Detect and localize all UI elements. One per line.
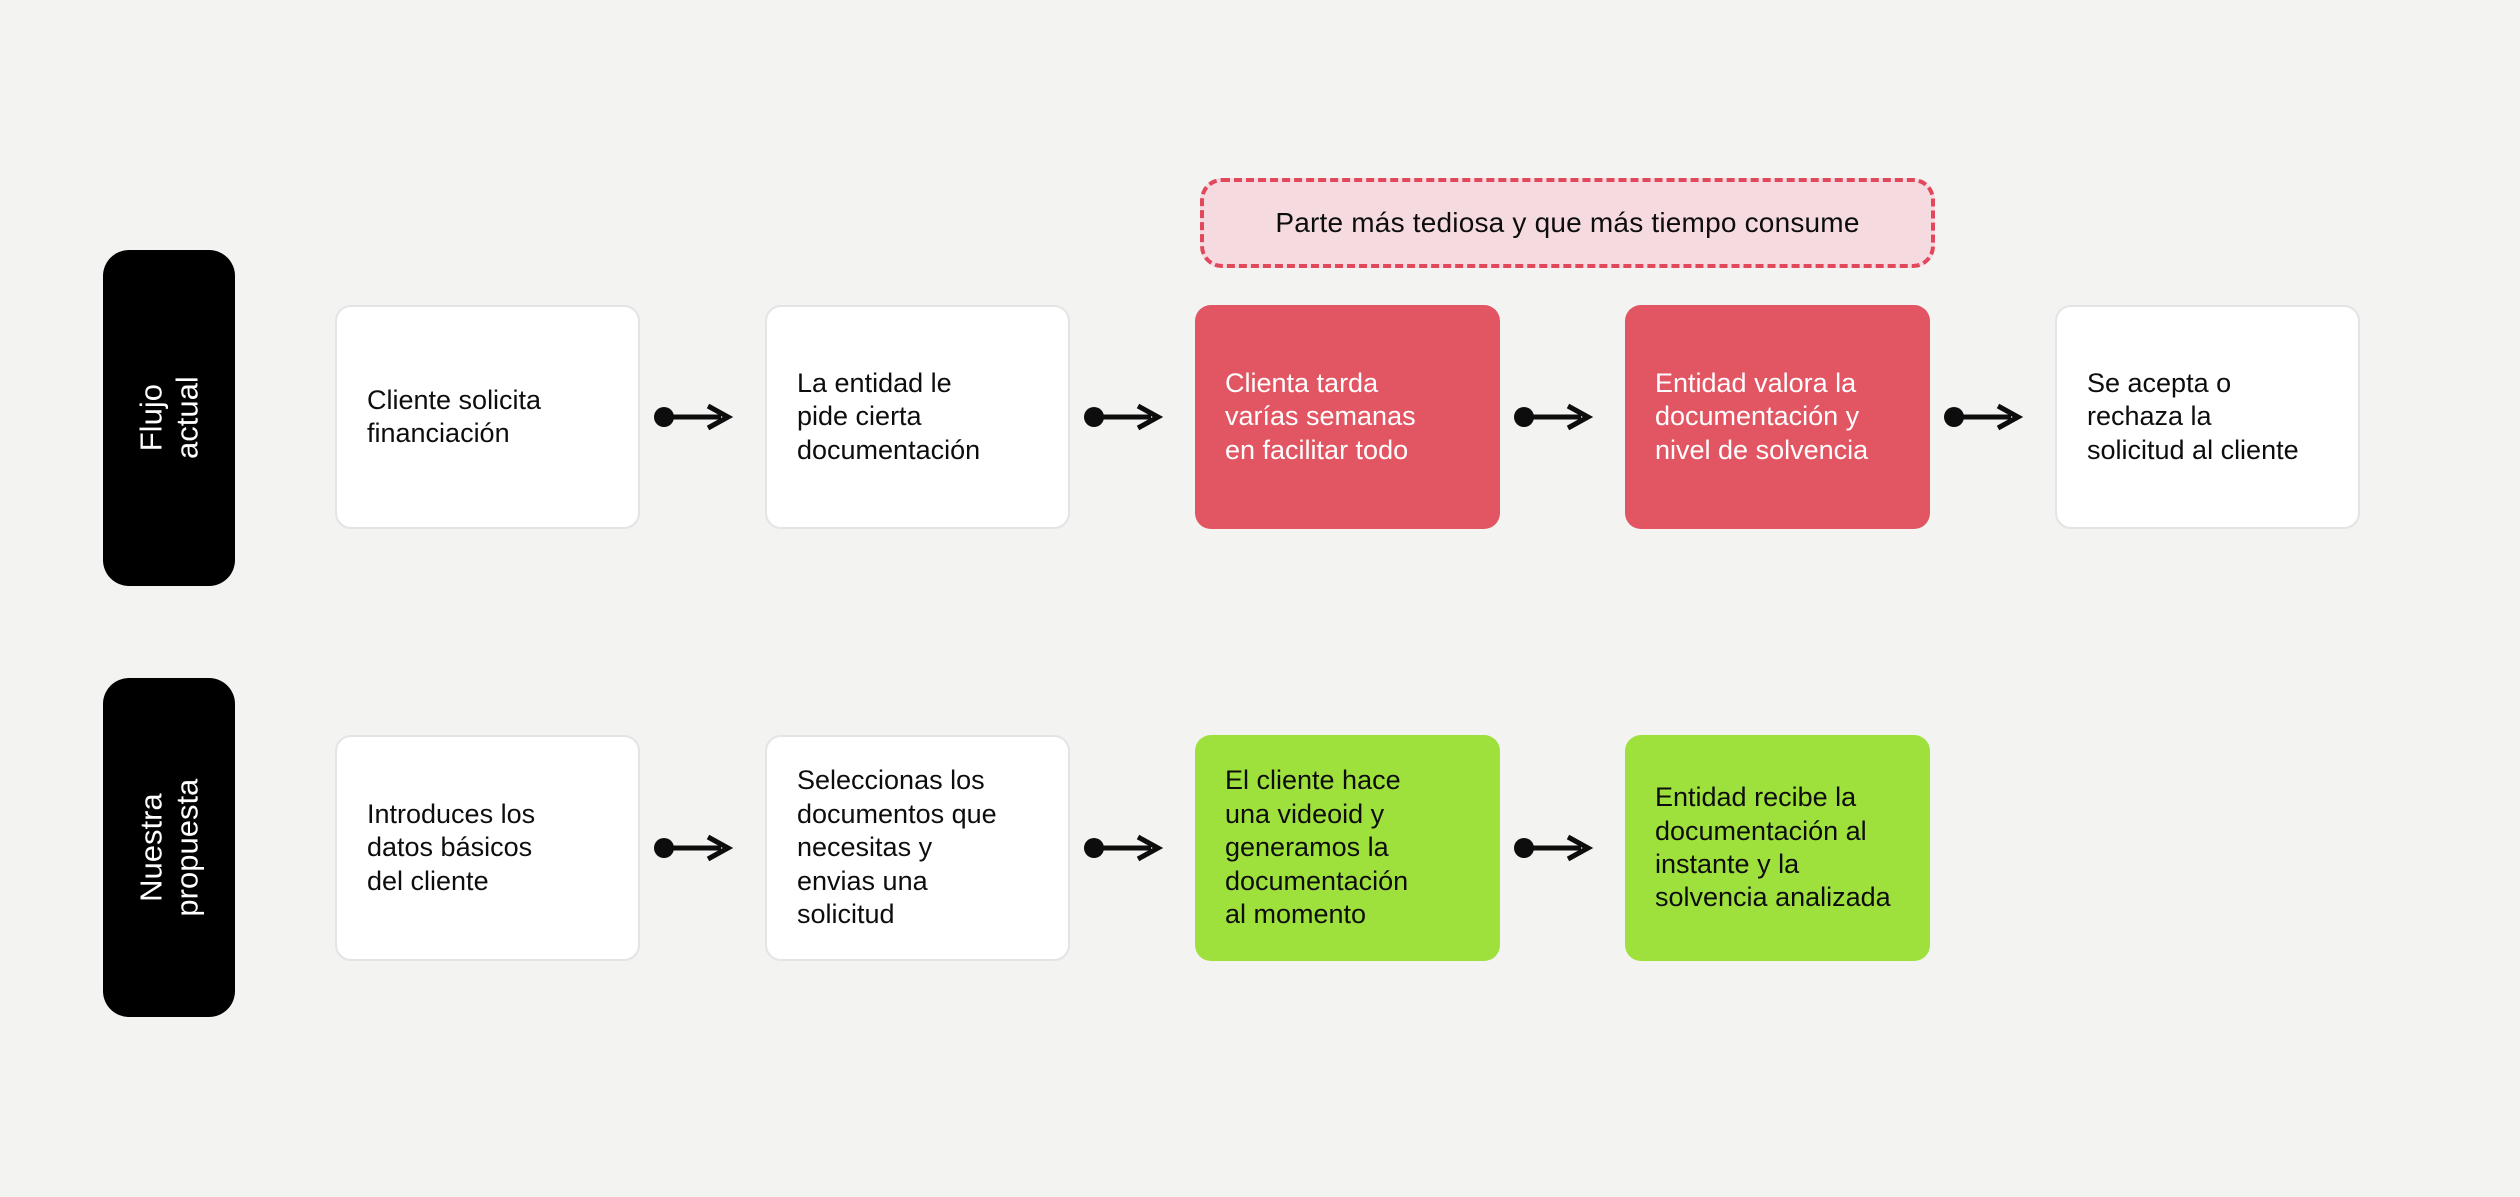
- annotation-text: Parte más tediosa y que más tiempo consu…: [1275, 207, 1860, 238]
- node-text: La entidad le pide cierta documentación: [797, 367, 981, 465]
- lane-label-our-proposal: Nuestra propuesta: [103, 678, 235, 1017]
- node-entity-receives-instantly: Entidad recibe la documentación al insta…: [1625, 735, 1930, 961]
- annotation-callout: Parte más tediosa y que más tiempo consu…: [1200, 178, 1935, 268]
- node-enter-basic-data: Introduces los datos básicos del cliente: [335, 735, 640, 961]
- node-client-videoid: El cliente hace una videoid y generamos …: [1195, 735, 1500, 961]
- arrow-icon: [1514, 834, 1594, 862]
- arrow-connector: [1083, 403, 1171, 431]
- node-text: Clienta tarda varías semanas en facilita…: [1225, 367, 1416, 465]
- node-client-requests-financing: Cliente solicita financiación: [335, 305, 640, 529]
- arrow-connector: [653, 834, 741, 862]
- node-text: Cliente solicita financiación: [367, 384, 542, 448]
- node-text: Entidad recibe la documentación al insta…: [1655, 782, 1891, 913]
- arrow-icon: [1084, 834, 1164, 862]
- lane-label-current-flow: Flujo actual: [103, 250, 235, 586]
- node-text: Seleccionas los documentos que necesitas…: [797, 765, 997, 930]
- arrow-connector: [1513, 834, 1601, 862]
- node-entity-asks-documentation: La entidad le pide cierta documentación: [765, 305, 1070, 529]
- arrow-icon: [1084, 403, 1164, 431]
- node-text: El cliente hace una videoid y generamos …: [1225, 765, 1409, 930]
- arrow-connector: [653, 403, 741, 431]
- arrow-connector: [1083, 834, 1171, 862]
- node-request-accepted-rejected: Se acepta o rechaza la solicitud al clie…: [2055, 305, 2360, 529]
- node-text: Se acepta o rechaza la solicitud al clie…: [2087, 367, 2299, 465]
- node-entity-evaluates-documentation: Entidad valora la documentación y nivel …: [1625, 305, 1930, 529]
- arrow-icon: [654, 834, 734, 862]
- lane-label-current-flow-text: Flujo actual: [133, 376, 204, 460]
- node-client-takes-weeks: Clienta tarda varías semanas en facilita…: [1195, 305, 1500, 529]
- node-text: Entidad valora la documentación y nivel …: [1655, 367, 1869, 465]
- arrow-connector: [1943, 403, 2031, 431]
- arrow-icon: [1514, 403, 1594, 431]
- node-text: Introduces los datos básicos del cliente: [367, 798, 536, 896]
- node-select-documents: Seleccionas los documentos que necesitas…: [765, 735, 1070, 961]
- arrow-connector: [1513, 403, 1601, 431]
- lane-label-our-proposal-text: Nuestra propuesta: [133, 778, 205, 917]
- arrow-icon: [1944, 403, 2024, 431]
- arrow-icon: [654, 403, 734, 431]
